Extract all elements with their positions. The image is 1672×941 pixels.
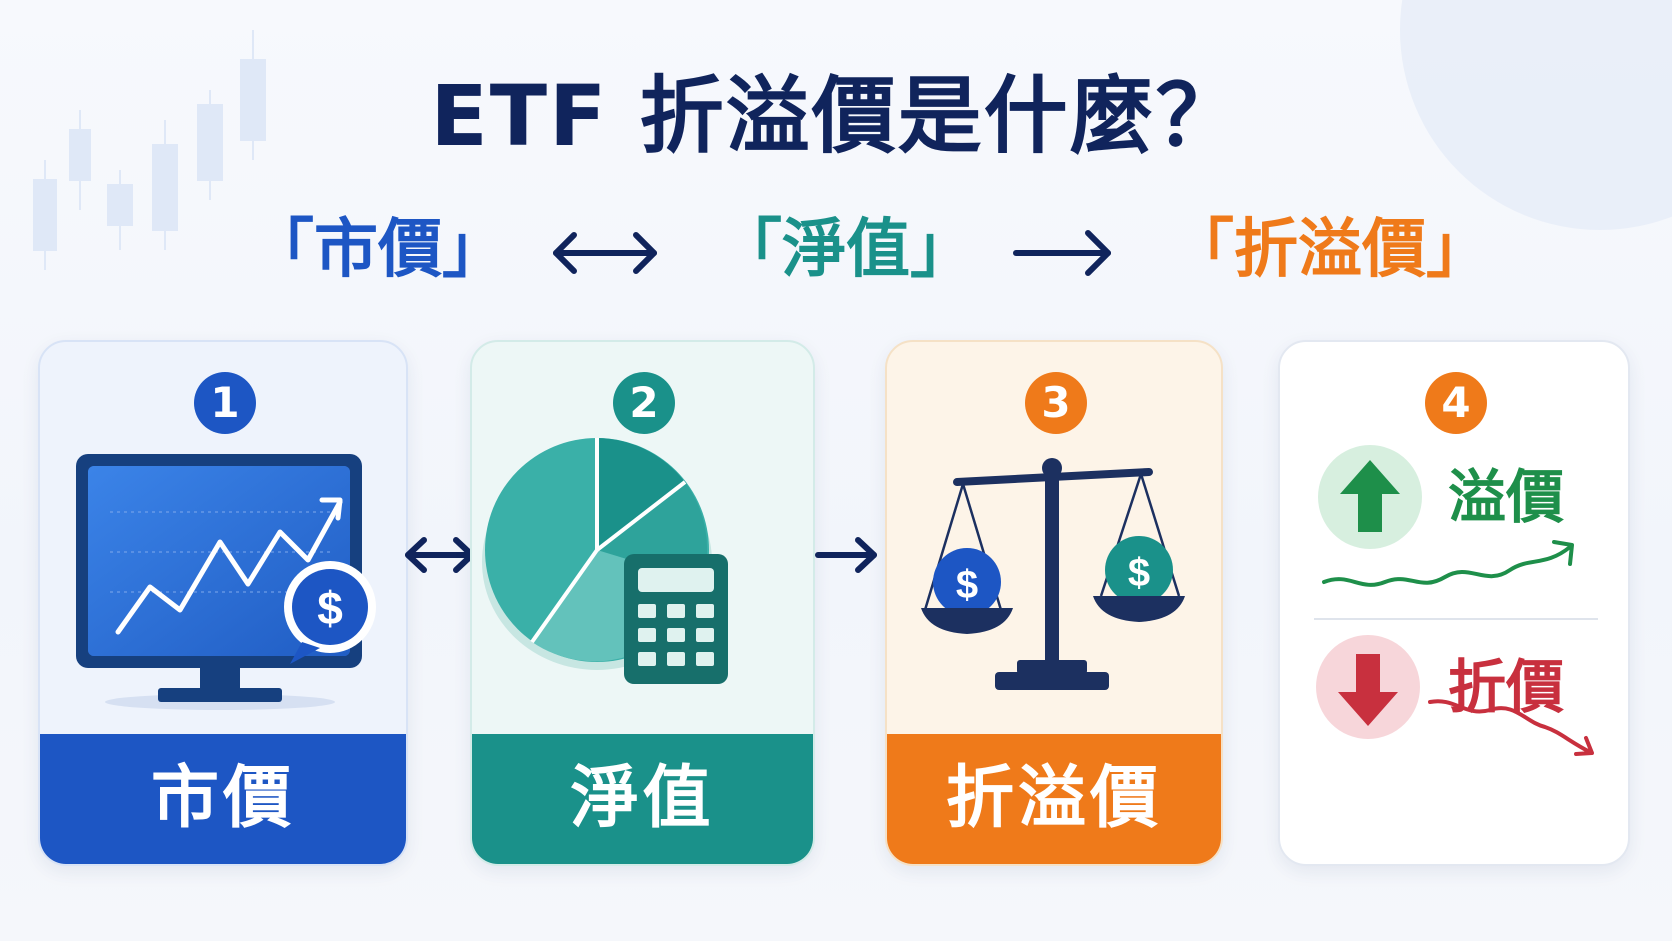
- subtitle-row: 「市價」 「淨值」 「折溢價」: [0, 205, 1672, 295]
- balance-scale-icon: $ $: [921, 458, 1185, 690]
- label-nav: 淨值: [472, 734, 813, 864]
- label-premium: 溢價: [1448, 463, 1565, 531]
- svg-text:$: $: [1128, 551, 1150, 595]
- label-discount: 折價: [1448, 653, 1565, 721]
- double-arrow-icon: [405, 537, 475, 573]
- step-number-2: 2: [613, 372, 675, 434]
- subtitle-market-price: 「市價」: [250, 213, 506, 287]
- card-nav: 2 淨值: [470, 340, 815, 866]
- card-market-price: 1 $ 市價: [38, 340, 408, 866]
- right-arrow-icon: [815, 537, 877, 573]
- label-premium-discount: 折溢價: [887, 734, 1221, 864]
- svg-text:$: $: [317, 582, 343, 634]
- double-arrow-icon: [553, 232, 657, 274]
- right-arrow-icon: [1013, 230, 1111, 276]
- step-number-3: 3: [1025, 372, 1087, 434]
- premium-discount-illustration: [1316, 445, 1594, 756]
- step-number-1: 1: [194, 372, 256, 434]
- pie-chart-calculator-icon: [482, 438, 728, 684]
- subtitle-premium-discount: 「折溢價」: [1170, 213, 1490, 287]
- page-title: ETF 折溢價是什麼？: [430, 67, 1242, 165]
- subtitle-nav: 「淨值」: [718, 213, 974, 287]
- label-market-price: 市價: [40, 734, 406, 864]
- svg-text:$: $: [956, 563, 978, 607]
- divider: [1314, 618, 1598, 620]
- card-premium-discount: 3 $ $ 折溢價: [885, 340, 1223, 866]
- step-number-4: 4: [1425, 372, 1487, 434]
- card-premium-vs-discount: 4 溢價 折價: [1278, 340, 1630, 866]
- monitor-chart-dollar-icon: $: [76, 454, 376, 710]
